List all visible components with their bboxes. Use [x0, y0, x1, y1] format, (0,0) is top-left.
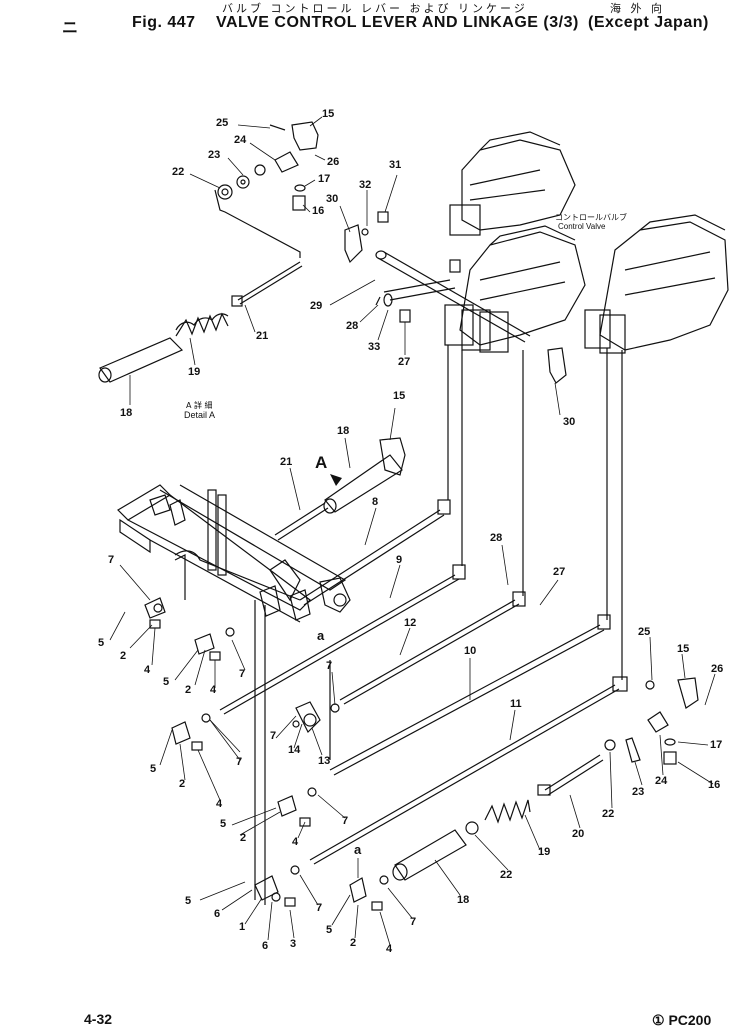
callout: 18 [337, 425, 350, 437]
callout: 2 [350, 937, 357, 949]
callout: 12 [404, 617, 417, 629]
view-arrow-icon [330, 474, 342, 486]
callout: 30 [326, 193, 339, 205]
callout: 25 [638, 626, 651, 638]
callout: 16 [708, 779, 721, 791]
callout: 23 [208, 149, 221, 161]
callout: 2 [179, 778, 186, 790]
callout: 6 [214, 908, 221, 920]
callout: 5 [220, 818, 227, 830]
callout: 7 [410, 916, 417, 928]
shaft-29 [375, 250, 531, 343]
callout: 7 [326, 660, 333, 672]
callout: 32 [359, 179, 372, 191]
control-valve-label: Control Valve [558, 222, 606, 231]
callout: 7 [342, 815, 349, 827]
callout: 19 [538, 846, 551, 858]
callout: 13 [318, 755, 331, 767]
callout: 31 [389, 159, 402, 171]
callout: 4 [292, 836, 299, 848]
callout: 7 [108, 554, 115, 566]
callout: 21 [280, 456, 293, 468]
callout: 17 [318, 173, 331, 185]
callout: 8 [372, 496, 379, 508]
connection-mark-a: a [317, 628, 325, 643]
callout: 5 [326, 924, 333, 936]
callout: 22 [500, 869, 513, 881]
callout: 7 [239, 668, 246, 680]
callout: 4 [216, 798, 223, 810]
detail-a-assembly [98, 261, 303, 383]
detail-a-label: Detail A [184, 410, 216, 420]
figure-region: (Except Japan) [588, 14, 709, 31]
callout: 5 [150, 763, 157, 775]
callout: 15 [677, 643, 690, 655]
figure-title: VALVE CONTROL LEVER AND LINKAGE (3/3) [216, 14, 579, 31]
callout: 2 [240, 832, 247, 844]
callout: 5 [185, 895, 192, 907]
callout: 7 [316, 902, 323, 914]
callout: 21 [256, 330, 269, 342]
callout: 19 [188, 366, 201, 378]
page-number: 4-32 [84, 1011, 113, 1027]
callout: 17 [710, 739, 723, 751]
callout: 4 [386, 943, 393, 955]
callout: 30 [563, 416, 576, 428]
control-valve-middle [444, 225, 586, 353]
callout: 6 [262, 940, 269, 952]
callout: 29 [310, 300, 323, 312]
callout: 28 [490, 532, 503, 544]
callout: 15 [322, 108, 335, 120]
control-valve-upper [449, 131, 576, 236]
detail-a-label-jp: A 詳 細 [186, 401, 213, 410]
callout: 9 [396, 554, 403, 566]
callout: 2 [120, 650, 127, 662]
callout: 26 [711, 663, 724, 675]
control-valve-label-jp: コントロールバルブ [555, 213, 627, 222]
connection-mark-a: a [354, 842, 362, 857]
callout: 1 [239, 921, 246, 933]
callout: 24 [234, 134, 247, 146]
page-mark: ニ [62, 20, 79, 37]
title-japanese: バルブ コントロール レバー および リンケージ [222, 2, 528, 15]
callout: 5 [98, 637, 105, 649]
callout: 33 [368, 341, 381, 353]
callout: 18 [120, 407, 133, 419]
callout: 5 [163, 676, 170, 688]
callout: 15 [393, 390, 406, 402]
callout: 22 [602, 808, 615, 820]
figure-number: Fig. 447 [132, 14, 196, 31]
callout: 11 [510, 698, 522, 710]
callout: 14 [288, 744, 301, 756]
callout: 7 [236, 756, 243, 768]
callout: 18 [457, 894, 470, 906]
view-a-label: A [315, 453, 328, 472]
callout: 27 [553, 566, 566, 578]
callout: 10 [464, 645, 477, 657]
callout: 28 [346, 320, 359, 332]
callout: 24 [655, 775, 668, 787]
callout: 20 [572, 828, 585, 840]
callout: 4 [144, 664, 151, 676]
callout: 25 [216, 117, 229, 129]
control-valve-right [584, 214, 729, 354]
bracket-15-top [291, 121, 319, 151]
model-code: ① PC200 [652, 1012, 712, 1028]
callout: 22 [172, 166, 185, 178]
callout: 23 [632, 786, 645, 798]
lever-frame [117, 484, 351, 623]
callout: 3 [290, 938, 297, 950]
callout: 26 [327, 156, 340, 168]
callout: 4 [210, 684, 217, 696]
callout: 27 [398, 356, 411, 368]
callout: 7 [270, 730, 277, 742]
callout: 2 [185, 684, 192, 696]
region-japanese: 海 外 向 [610, 2, 665, 15]
callout: 16 [312, 205, 325, 217]
